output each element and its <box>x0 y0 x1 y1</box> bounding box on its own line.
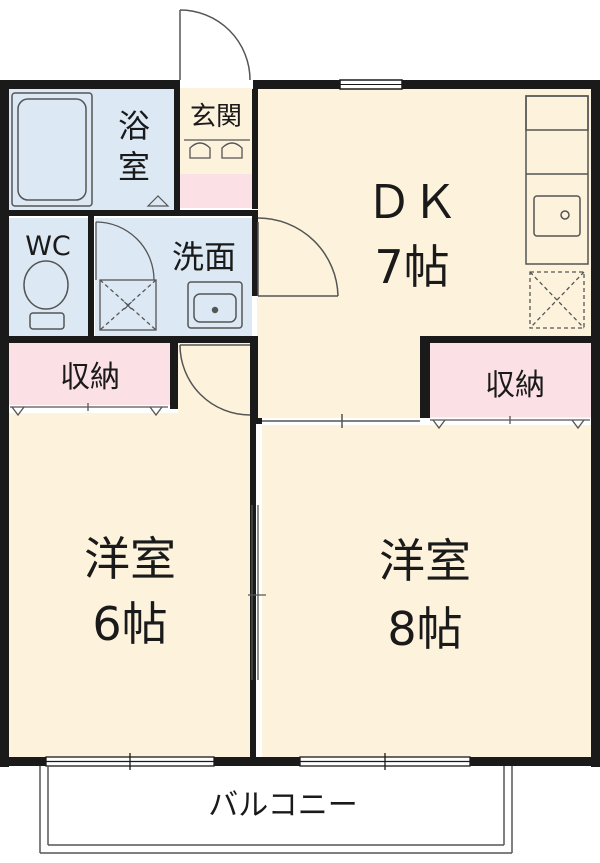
bath-label-bottom: 室 <box>118 148 150 186</box>
bath-label-top: 浴 <box>118 107 150 145</box>
washer-x-mark: × <box>122 298 134 314</box>
storage-right-label: 収納 <box>485 368 545 403</box>
western-right-label-line1: 洋室 <box>379 534 471 588</box>
storage-left-label: 収納 <box>60 360 120 395</box>
fridge-space-icon <box>529 271 585 329</box>
toilet-icon <box>23 260 69 330</box>
dk-door <box>257 217 339 297</box>
entrance-floor <box>180 88 253 174</box>
shoe-rack-icon <box>184 139 250 159</box>
storage-left-floor <box>8 343 174 405</box>
bath-drain-icon <box>146 195 170 207</box>
washroom-label: 洗面 <box>172 238 236 276</box>
western-left-label-line1: 洋室 <box>84 532 176 586</box>
hall-door <box>179 344 420 428</box>
partition-sliding-doors <box>248 505 266 680</box>
entrance-step <box>180 174 253 208</box>
western-right-floor <box>262 425 592 758</box>
dk-label-line2: 7帖 <box>374 240 449 294</box>
wc-floor <box>8 218 92 336</box>
bathtub-icon <box>11 92 93 207</box>
storage-left-doors <box>10 403 168 417</box>
western-right-label-line2: 8帖 <box>387 602 462 656</box>
wc-label: WC <box>25 231 71 262</box>
western-left-label-line2: 6帖 <box>92 597 167 651</box>
dk-top-window <box>339 79 403 90</box>
hall-floor <box>178 343 262 418</box>
walls <box>0 80 600 767</box>
balcony-windows <box>45 753 471 770</box>
storage-right-floor <box>430 343 592 417</box>
entrance-door <box>179 9 251 81</box>
washroom-floor <box>95 218 252 336</box>
dk-label-line1: ＤＫ <box>366 175 458 229</box>
sink-icon <box>187 281 243 329</box>
entrance-label: 玄関 <box>190 102 242 132</box>
balcony-label: バルコニー <box>208 788 357 823</box>
washroom-door <box>95 221 157 331</box>
balcony-outline <box>39 766 513 854</box>
storage-right-doors <box>430 416 590 430</box>
kitchen-counter-icon <box>525 95 589 265</box>
western-left-floor <box>8 413 254 758</box>
